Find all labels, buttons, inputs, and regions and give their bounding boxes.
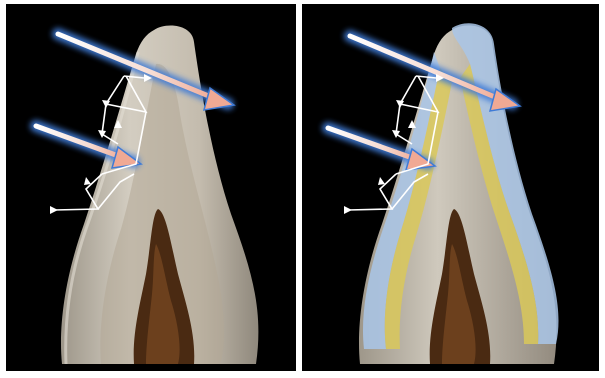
right-tooth-illustration [302,4,599,371]
left-tooth-illustration [6,4,296,371]
left-panel [6,4,296,371]
right-panel [302,4,599,371]
